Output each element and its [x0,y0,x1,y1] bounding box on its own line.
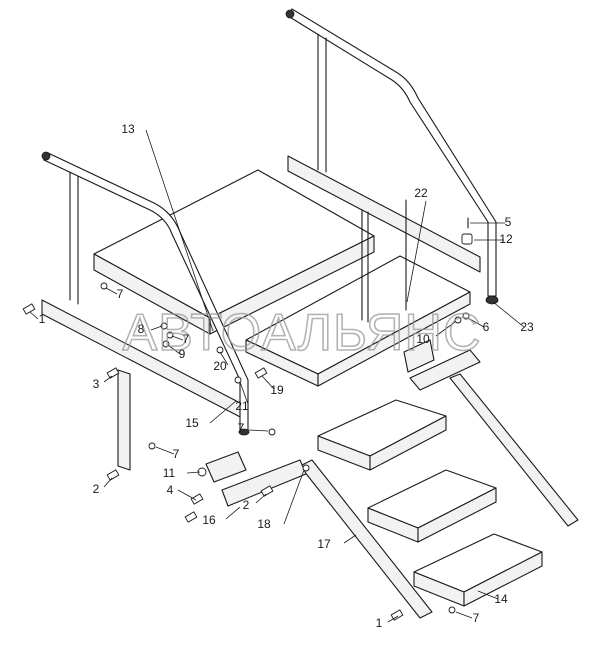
callout-10: 10 [416,332,430,346]
leader-c1a [29,311,39,320]
callout-15: 15 [185,416,199,430]
callout-23: 23 [520,320,534,334]
handrail-foot-right [485,295,499,305]
leader-c23 [492,301,525,328]
bolt-part1-a [22,303,36,315]
top-cross-bracket [409,349,481,391]
hinge-plate-right [403,339,435,373]
callout-labels: 1122345677777891011121314151617181920212… [39,122,534,630]
callout-7: 7 [473,611,480,625]
hinge-plate-left [205,451,247,483]
callout-5: 5 [505,215,512,229]
leader-c9 [167,344,181,355]
leader-c3 [103,375,113,383]
bolt-part2-b [260,485,274,497]
nut-part10 [454,316,462,324]
callout-7: 7 [117,287,124,301]
leader-c7a [105,287,118,295]
vertical-bracket [117,369,131,471]
upper-platform [41,151,481,471]
callout-21: 21 [235,399,249,413]
lower-grating-side-edge [317,291,471,387]
callout-11: 11 [163,466,176,480]
nut-part6 [462,312,470,320]
leader-c19 [261,375,275,390]
handrail-cap-right [285,9,295,19]
platform-side-frame-right [287,155,481,273]
bolt-part1-b [390,609,404,621]
callout-1: 1 [376,616,383,630]
leader-c6 [467,317,485,328]
watermark-text: АВТОАЛЬЯНС [122,304,481,362]
fasteners [22,282,470,621]
leader-c10 [435,321,456,337]
callout-18: 18 [257,517,271,531]
callout-12: 12 [499,232,513,246]
callout-19: 19 [270,383,284,397]
callout-3: 3 [93,377,100,391]
callout-20: 20 [213,359,227,373]
callout-7: 7 [183,332,190,346]
callout-8: 8 [138,322,145,336]
callout-7: 7 [173,447,180,461]
leader-c4 [177,489,197,501]
leader-c21 [239,381,249,405]
leader-c1b [387,615,399,623]
callout-1: 1 [39,312,46,326]
stair-stringer-right [449,373,579,527]
bushing-part12 [461,233,473,245]
leader-c22 [406,200,427,303]
leader-c14 [477,590,499,600]
nut-part21 [234,376,242,384]
leader-c18 [283,469,305,525]
callout-13: 13 [121,122,135,136]
leader-lines [29,129,525,623]
right-railing [285,8,499,305]
nut-part7-c [148,442,156,450]
stair-assembly [205,339,579,619]
nut-part7-e [448,606,456,614]
bolt-part19 [254,367,268,379]
nut-part7-d [268,428,276,436]
leader-c7b [171,335,184,341]
pin-part18 [302,464,310,472]
bolt-part4 [190,493,204,505]
nut-part9 [162,340,170,348]
callout-17: 17 [317,537,331,551]
bolt-part-aux [184,511,198,523]
callout-2: 2 [243,498,250,512]
callout-2: 2 [93,482,100,496]
leader-c8 [150,325,163,331]
callout-9: 9 [179,347,186,361]
leader-c2a [103,477,113,488]
callout-6: 6 [483,320,490,334]
callout-16: 16 [202,513,216,527]
side-plate [221,459,307,507]
leader-c7d [248,429,269,432]
leader-c16 [225,506,241,520]
callout-22: 22 [414,186,428,200]
nut-part7-a [100,282,108,290]
leader-c7c [155,446,175,455]
handrail-cap-left [41,151,51,161]
upper-grating-side-edge [209,235,375,335]
nut-part7-b [166,331,174,339]
leader-c15 [209,400,237,424]
leader-c20 [219,351,229,366]
handrail-foot-left [238,428,250,436]
washer-part20 [216,346,224,354]
bolt-part2-a [106,469,120,481]
leader-c17 [343,534,357,544]
leader-c13 [145,129,214,332]
leader-c7e [455,611,473,619]
callout-14: 14 [494,592,508,606]
callout-7: 7 [238,421,245,435]
stair-stringer-left [299,459,433,619]
leader-c2b [255,493,267,504]
bolt-part3 [106,367,120,379]
leader-c11 [186,471,201,474]
callout-4: 4 [167,483,174,497]
right-handrail [287,8,497,297]
